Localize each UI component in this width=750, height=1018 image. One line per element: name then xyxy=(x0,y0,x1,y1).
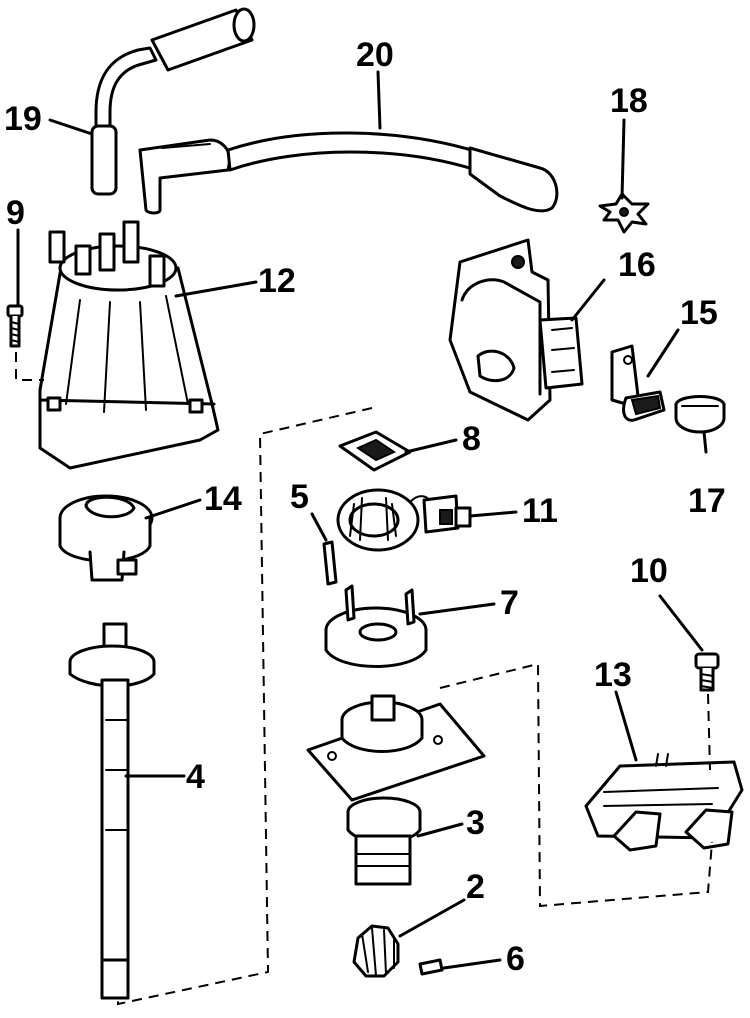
leader-15 xyxy=(646,328,680,378)
callout-19: 19 xyxy=(4,100,42,138)
part-3-housing xyxy=(306,694,486,886)
leader-13 xyxy=(614,690,638,762)
callout-18: 18 xyxy=(610,82,648,120)
leader-19 xyxy=(48,118,94,136)
callout-12: 12 xyxy=(258,262,296,300)
leader-8 xyxy=(404,438,458,454)
callout-9: 9 xyxy=(6,194,25,232)
leader-18 xyxy=(620,118,626,200)
part-20-spark-lead xyxy=(138,131,559,215)
callout-4: 4 xyxy=(186,758,205,796)
leader-11 xyxy=(468,510,518,518)
callout-14: 14 xyxy=(204,480,242,518)
part-12-distributor-cap xyxy=(38,220,220,470)
part-11-pickup-coil xyxy=(336,488,472,552)
callout-10: 10 xyxy=(630,552,668,590)
callout-13: 13 xyxy=(594,656,632,694)
part-17-cap xyxy=(674,395,726,434)
callout-3: 3 xyxy=(466,804,485,842)
leader-20 xyxy=(376,70,382,130)
leader-2 xyxy=(398,898,466,938)
callout-15: 15 xyxy=(680,294,718,332)
part-2-gear xyxy=(352,924,400,978)
callout-16: 16 xyxy=(618,246,656,284)
callout-17: 17 xyxy=(688,482,726,520)
part-13-ignition-module xyxy=(584,753,744,852)
part-4-shaft xyxy=(68,622,156,1000)
part-10-screw xyxy=(694,652,720,692)
assembly-guide-lines xyxy=(15,352,713,1006)
leader-14 xyxy=(144,498,202,520)
leader-16 xyxy=(570,278,606,322)
callout-11: 11 xyxy=(522,492,558,530)
leader-12 xyxy=(174,280,258,298)
callout-5: 5 xyxy=(290,478,309,516)
part-14-rotor xyxy=(58,494,154,582)
part-19-coil-lead xyxy=(90,7,256,196)
part-7-shield xyxy=(324,584,428,668)
part-18-star-spring xyxy=(598,192,650,234)
callout-6: 6 xyxy=(506,940,525,978)
leader-lines xyxy=(16,70,708,970)
leader-6 xyxy=(442,958,502,970)
leader-17 xyxy=(702,430,708,454)
leader-5 xyxy=(310,512,328,542)
leader-10 xyxy=(658,594,704,652)
callout-7: 7 xyxy=(500,584,519,622)
callout-2: 2 xyxy=(466,868,485,906)
part-8-gasket xyxy=(338,430,412,472)
part-16-ignition-coil xyxy=(448,238,584,422)
part-5-pin xyxy=(322,540,338,586)
callout-20: 20 xyxy=(356,36,394,74)
callout-8: 8 xyxy=(462,420,481,458)
part-9-screw xyxy=(6,304,24,348)
leader-3 xyxy=(416,822,464,838)
part-15-bracket xyxy=(610,344,666,422)
leader-7 xyxy=(418,602,496,616)
part-6-roll-pin xyxy=(418,958,444,976)
callout-labels: 19 20 18 9 12 16 15 17 8 14 5 11 7 10 13… xyxy=(4,36,726,978)
